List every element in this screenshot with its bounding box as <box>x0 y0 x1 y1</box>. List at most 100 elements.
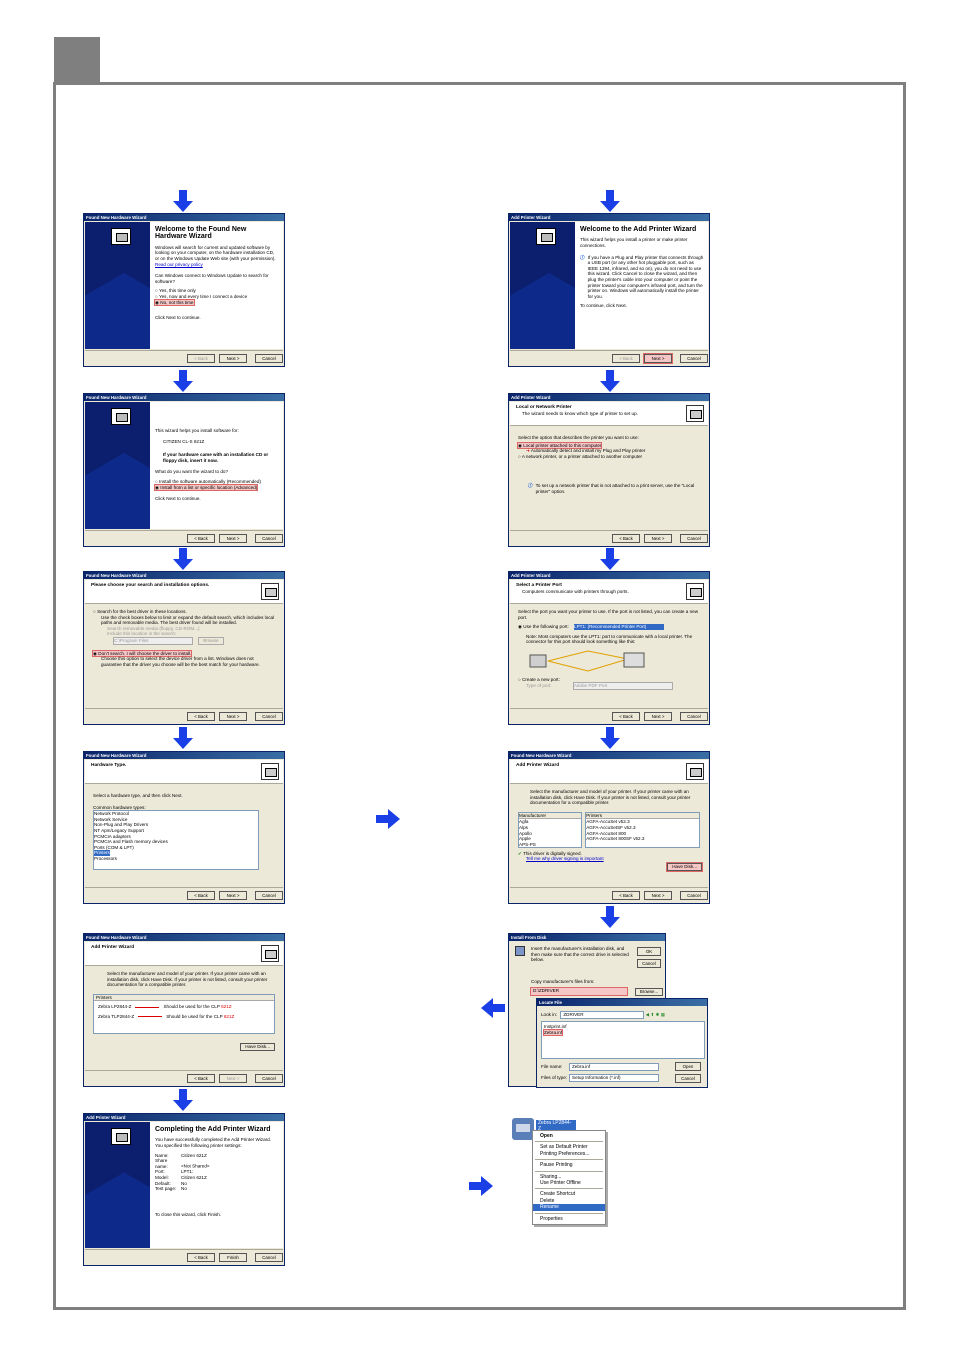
signing-link[interactable]: Tell me why driver signing is important <box>526 856 604 862</box>
option-no[interactable]: No, not this time <box>154 298 195 307</box>
port-type-select[interactable]: Adobe PDF Port <box>572 682 673 690</box>
option-search[interactable]: Search for the best driver in these loca… <box>93 609 275 615</box>
list-item[interactable]: PCMCIA adapters <box>94 833 131 839</box>
copy-path-input[interactable]: D:\ZDRIVER <box>530 987 628 996</box>
next-button[interactable]: Next > <box>219 534 247 543</box>
cancel-button[interactable]: Cancel <box>255 712 283 721</box>
list-item[interactable]: NT Apm/Legacy Support <box>94 827 144 833</box>
menu-item-set-default[interactable]: Set as Default Printer <box>540 1144 588 1151</box>
printer-model-list[interactable]: Printers AGFA-AccuSet v52.3 AGFA-AccuSet… <box>585 811 700 848</box>
list-item[interactable]: AGFA-AccuSet v52.3 <box>586 819 630 825</box>
list-item[interactable]: APS-PS <box>519 841 536 847</box>
file-list[interactable]: Instprint.inf Zebra.inf <box>541 1021 705 1059</box>
cancel-button[interactable]: Cancel <box>680 534 708 543</box>
back-button[interactable]: < Back <box>187 1074 215 1083</box>
have-disk-button[interactable]: Have Disk... <box>240 1043 275 1051</box>
browse-button[interactable]: Browse... <box>635 988 663 996</box>
look-in-select[interactable]: ZDRIVER <box>560 1011 645 1019</box>
back-button[interactable]: < Back <box>187 1253 215 1262</box>
ok-button[interactable]: OK <box>637 947 661 956</box>
privacy-link[interactable]: Read our privacy policy <box>155 261 203 267</box>
printer-label[interactable]: Zebra LP2844-Z <box>536 1120 576 1132</box>
checkbox-removable[interactable]: Search removable media (floppy, CD-ROM..… <box>107 625 200 631</box>
menu-item-sharing[interactable]: Sharing... <box>540 1173 562 1180</box>
cancel-button[interactable]: Cancel <box>255 534 283 543</box>
menu-item-offline[interactable]: Use Printer Offline <box>540 1180 581 1187</box>
list-item[interactable]: Network Service <box>94 816 128 822</box>
back-button[interactable]: < Back <box>612 534 640 543</box>
cancel-button[interactable]: Cancel <box>680 891 708 900</box>
cancel-button[interactable]: Cancel <box>255 354 283 363</box>
location-input[interactable]: C:\Program Files <box>113 636 193 645</box>
next-button[interactable]: Next > <box>219 354 247 363</box>
list-item[interactable]: Ports (COM & LPT) <box>94 844 134 850</box>
option-dont-search[interactable]: Don't search. I will choose the driver t… <box>91 649 193 658</box>
manufacturer-list[interactable]: Manufacturer Agfa Alps Apollo Apple APS-… <box>518 811 583 848</box>
cancel-button[interactable]: Cancel <box>680 354 708 363</box>
next-button[interactable]: Next > <box>219 891 247 900</box>
option-create-port[interactable]: Create a new port: <box>518 677 700 683</box>
filetype-select[interactable]: Setup Information (*.inf) <box>569 1074 659 1082</box>
browse-button[interactable]: Browse <box>198 636 224 645</box>
list-item[interactable]: Processors <box>94 855 117 861</box>
list-item[interactable]: Non-Plug and Play Drivers <box>94 822 149 828</box>
hardware-type-list[interactable]: Network Protocol Network Service Non-Plu… <box>93 810 259 871</box>
back-button[interactable]: < Back <box>187 354 215 363</box>
next-button[interactable]: Next > <box>219 1074 247 1083</box>
next-button[interactable]: Next > <box>644 534 672 543</box>
next-button[interactable]: Next > <box>219 712 247 721</box>
port-select[interactable]: LPT1: (Recommended Printer Port) <box>574 624 665 630</box>
option-local[interactable]: Local printer attached to this computer <box>516 441 603 450</box>
list-item[interactable]: AGFA-AccuSetSF v52.3 <box>586 824 636 830</box>
cancel-button[interactable]: Cancel <box>255 1074 283 1083</box>
menu-item-shortcut[interactable]: Create Shortcut <box>540 1191 576 1198</box>
menu-item-preferences[interactable]: Printing Preferences... <box>540 1150 590 1157</box>
printer-icon[interactable] <box>512 1118 534 1140</box>
file-item[interactable]: Instprint.inf <box>544 1024 567 1029</box>
have-disk-button[interactable]: Have Disk... <box>666 862 703 872</box>
back-button[interactable]: < Back <box>187 891 215 900</box>
filename-input[interactable]: Zebra.inf <box>569 1063 659 1071</box>
back-button[interactable]: < Back <box>187 534 215 543</box>
list-item[interactable]: Apollo <box>519 830 532 836</box>
option-yes-always[interactable]: Yes, now and every time I connect a devi… <box>155 294 279 300</box>
list-item[interactable]: Alps <box>519 824 528 830</box>
option-network[interactable]: A network printer, or a printer attached… <box>518 454 700 460</box>
next-button[interactable]: Next > <box>644 712 672 721</box>
list-item[interactable]: AGFA-AccuSet 800SF v52.3 <box>586 836 645 842</box>
cancel-button[interactable]: Cancel <box>255 891 283 900</box>
list-item[interactable]: AGFA-AccuSet 800 <box>586 830 627 836</box>
menu-item-properties[interactable]: Properties <box>540 1215 563 1222</box>
list-item[interactable]: Apple <box>519 836 531 842</box>
option-auto[interactable]: Install the software automatically (Reco… <box>155 479 279 485</box>
list-item-selected[interactable]: Printers <box>94 850 110 856</box>
next-button[interactable]: Next > <box>643 353 673 364</box>
open-button[interactable]: Open <box>675 1062 701 1071</box>
menu-item-delete[interactable]: Delete <box>540 1197 555 1204</box>
back-button[interactable]: < Back <box>612 354 640 363</box>
finish-button[interactable]: Finish <box>219 1253 247 1262</box>
back-button[interactable]: < Back <box>187 712 215 721</box>
option-use-port[interactable]: Use the following port: <box>518 624 569 629</box>
file-item-selected[interactable]: Zebra.inf <box>542 1028 564 1037</box>
checkbox-autodetect[interactable]: Automatically detect and install my Plug… <box>530 448 646 454</box>
option-advanced[interactable]: Install from a list or specific location… <box>153 483 259 492</box>
cancel-button[interactable]: Cancel <box>637 959 661 968</box>
list-item[interactable]: PCMCIA and Flash memory devices <box>94 839 168 845</box>
list-item[interactable]: Agfa <box>519 819 529 825</box>
back-button[interactable]: < Back <box>612 712 640 721</box>
cancel-button[interactable]: Cancel <box>255 1253 283 1262</box>
list-item[interactable]: Network Protocol <box>94 811 129 817</box>
back-button[interactable]: < Back <box>612 891 640 900</box>
next-button[interactable]: Next > <box>644 891 672 900</box>
checkbox-location[interactable]: Include this location in the search: <box>107 631 177 637</box>
cancel-button[interactable]: Cancel <box>675 1074 701 1083</box>
option-yes-once[interactable]: Yes, this time only <box>155 288 279 294</box>
menu-item-open[interactable]: Open <box>540 1133 553 1139</box>
menu-item-rename[interactable]: Rename <box>533 1204 605 1211</box>
cancel-button[interactable]: Cancel <box>680 712 708 721</box>
toolbar-icons[interactable]: ◀ ⬆ ✱ ▦ <box>645 1012 666 1017</box>
